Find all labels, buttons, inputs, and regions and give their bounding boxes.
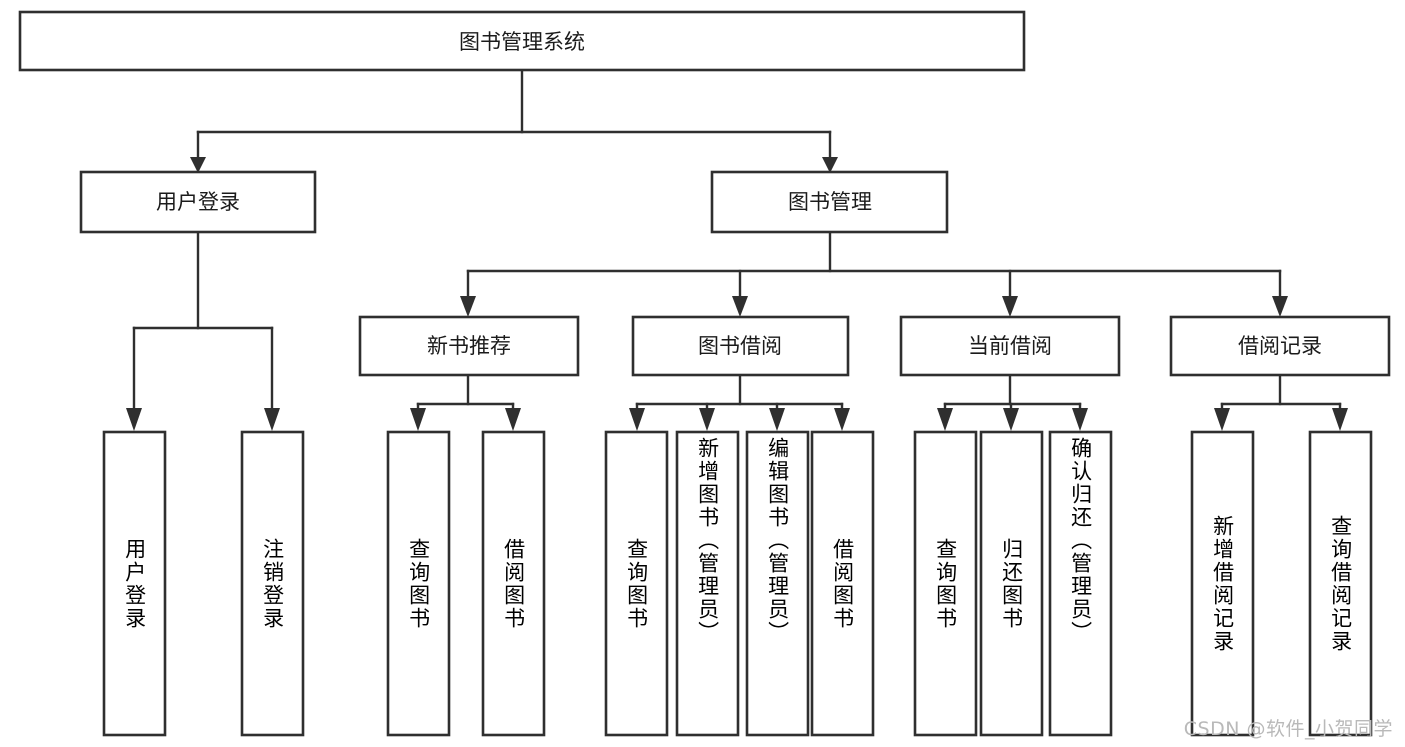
node-user-login[interactable]: 用户登录 [79, 170, 317, 234]
node-leaf-add-record-box[interactable] [1190, 430, 1255, 737]
connector-group-book-borrow [629, 373, 850, 431]
node-user-login-box[interactable] [79, 170, 317, 234]
node-leaf-query-book-2-box[interactable] [604, 430, 669, 737]
node-new-book-rec-box[interactable] [358, 315, 580, 377]
arrowhead-leaf-query-record [1332, 408, 1348, 431]
node-current-borrow-label: 当前借阅 [968, 334, 1052, 358]
arrowhead-new-book-rec [460, 296, 476, 317]
csdn-watermark: CSDN @软件_小贺同学 [1183, 718, 1393, 740]
arrowhead-book-borrow [732, 296, 748, 317]
arrowhead-borrow-record [1272, 296, 1288, 317]
arrowhead-leaf-add-book [699, 408, 715, 431]
node-root-box[interactable] [18, 10, 1026, 72]
node-leaf-borrow-book-1-box[interactable] [481, 430, 546, 737]
node-current-borrow-box[interactable] [899, 315, 1121, 377]
connector-group-current-borrow [937, 373, 1088, 431]
arrowhead-leaf-query-book-2 [629, 408, 645, 431]
arrowhead-leaf-user-login [126, 408, 142, 431]
connector-group-root [190, 68, 838, 173]
node-book-borrow-box[interactable] [631, 315, 850, 377]
node-new-book-rec-label: 新书推荐 [427, 334, 511, 358]
connector-group-new-book-rec [410, 373, 521, 431]
arrowhead-leaf-query-book-1 [410, 408, 426, 431]
arrowhead-user-login [190, 157, 206, 173]
arrowhead-leaf-query-book-3 [937, 408, 953, 431]
node-leaf-borrow-book-2-box[interactable] [810, 430, 875, 737]
connector-group-borrow-record [1214, 373, 1348, 431]
arrowhead-leaf-user-logout [264, 408, 280, 431]
arrowhead-leaf-confirm-return [1072, 408, 1088, 431]
node-leaf-return-book-box[interactable] [979, 430, 1044, 737]
arrowhead-leaf-borrow-book-2 [834, 408, 850, 431]
node-leaf-confirm-return-box[interactable] [1048, 430, 1113, 737]
node-borrow-record-label: 借阅记录 [1238, 334, 1322, 358]
node-leaf-query-record-box[interactable] [1308, 430, 1373, 737]
arrowhead-leaf-add-record [1214, 408, 1230, 431]
node-borrow-record[interactable]: 借阅记录 [1169, 315, 1391, 377]
arrowhead-book-mgmt [822, 157, 838, 173]
arrowhead-leaf-edit-book [769, 408, 785, 431]
node-leaf-user-logout-box[interactable] [240, 430, 305, 737]
node-book-borrow-label: 图书借阅 [698, 334, 782, 358]
arrowhead-current-borrow [1002, 296, 1018, 317]
node-root-label: 图书管理系统 [459, 30, 585, 54]
node-book-mgmt[interactable]: 图书管理 [710, 170, 949, 234]
node-current-borrow[interactable]: 当前借阅 [899, 315, 1121, 377]
connector-group-user-login [126, 230, 280, 431]
node-borrow-record-box[interactable] [1169, 315, 1391, 377]
node-leaf-add-book-box[interactable] [675, 430, 740, 737]
node-leaf-user-login-box[interactable] [102, 430, 167, 737]
node-book-borrow[interactable]: 图书借阅 [631, 315, 850, 377]
node-user-login-label: 用户登录 [156, 190, 240, 214]
arrowhead-leaf-borrow-book-1 [505, 408, 521, 431]
node-leaf-query-book-1-box[interactable] [386, 430, 451, 737]
connector-group-book-mgmt [460, 230, 1288, 317]
node-new-book-rec[interactable]: 新书推荐 [358, 315, 580, 377]
node-leaf-query-book-3-box[interactable] [913, 430, 978, 737]
node-root[interactable]: 图书管理系统 [18, 10, 1026, 72]
arrowhead-leaf-return-book [1003, 408, 1019, 431]
node-leaf-edit-book-box[interactable] [745, 430, 810, 737]
node-book-mgmt-label: 图书管理 [788, 190, 872, 214]
node-book-mgmt-box[interactable] [710, 170, 949, 234]
